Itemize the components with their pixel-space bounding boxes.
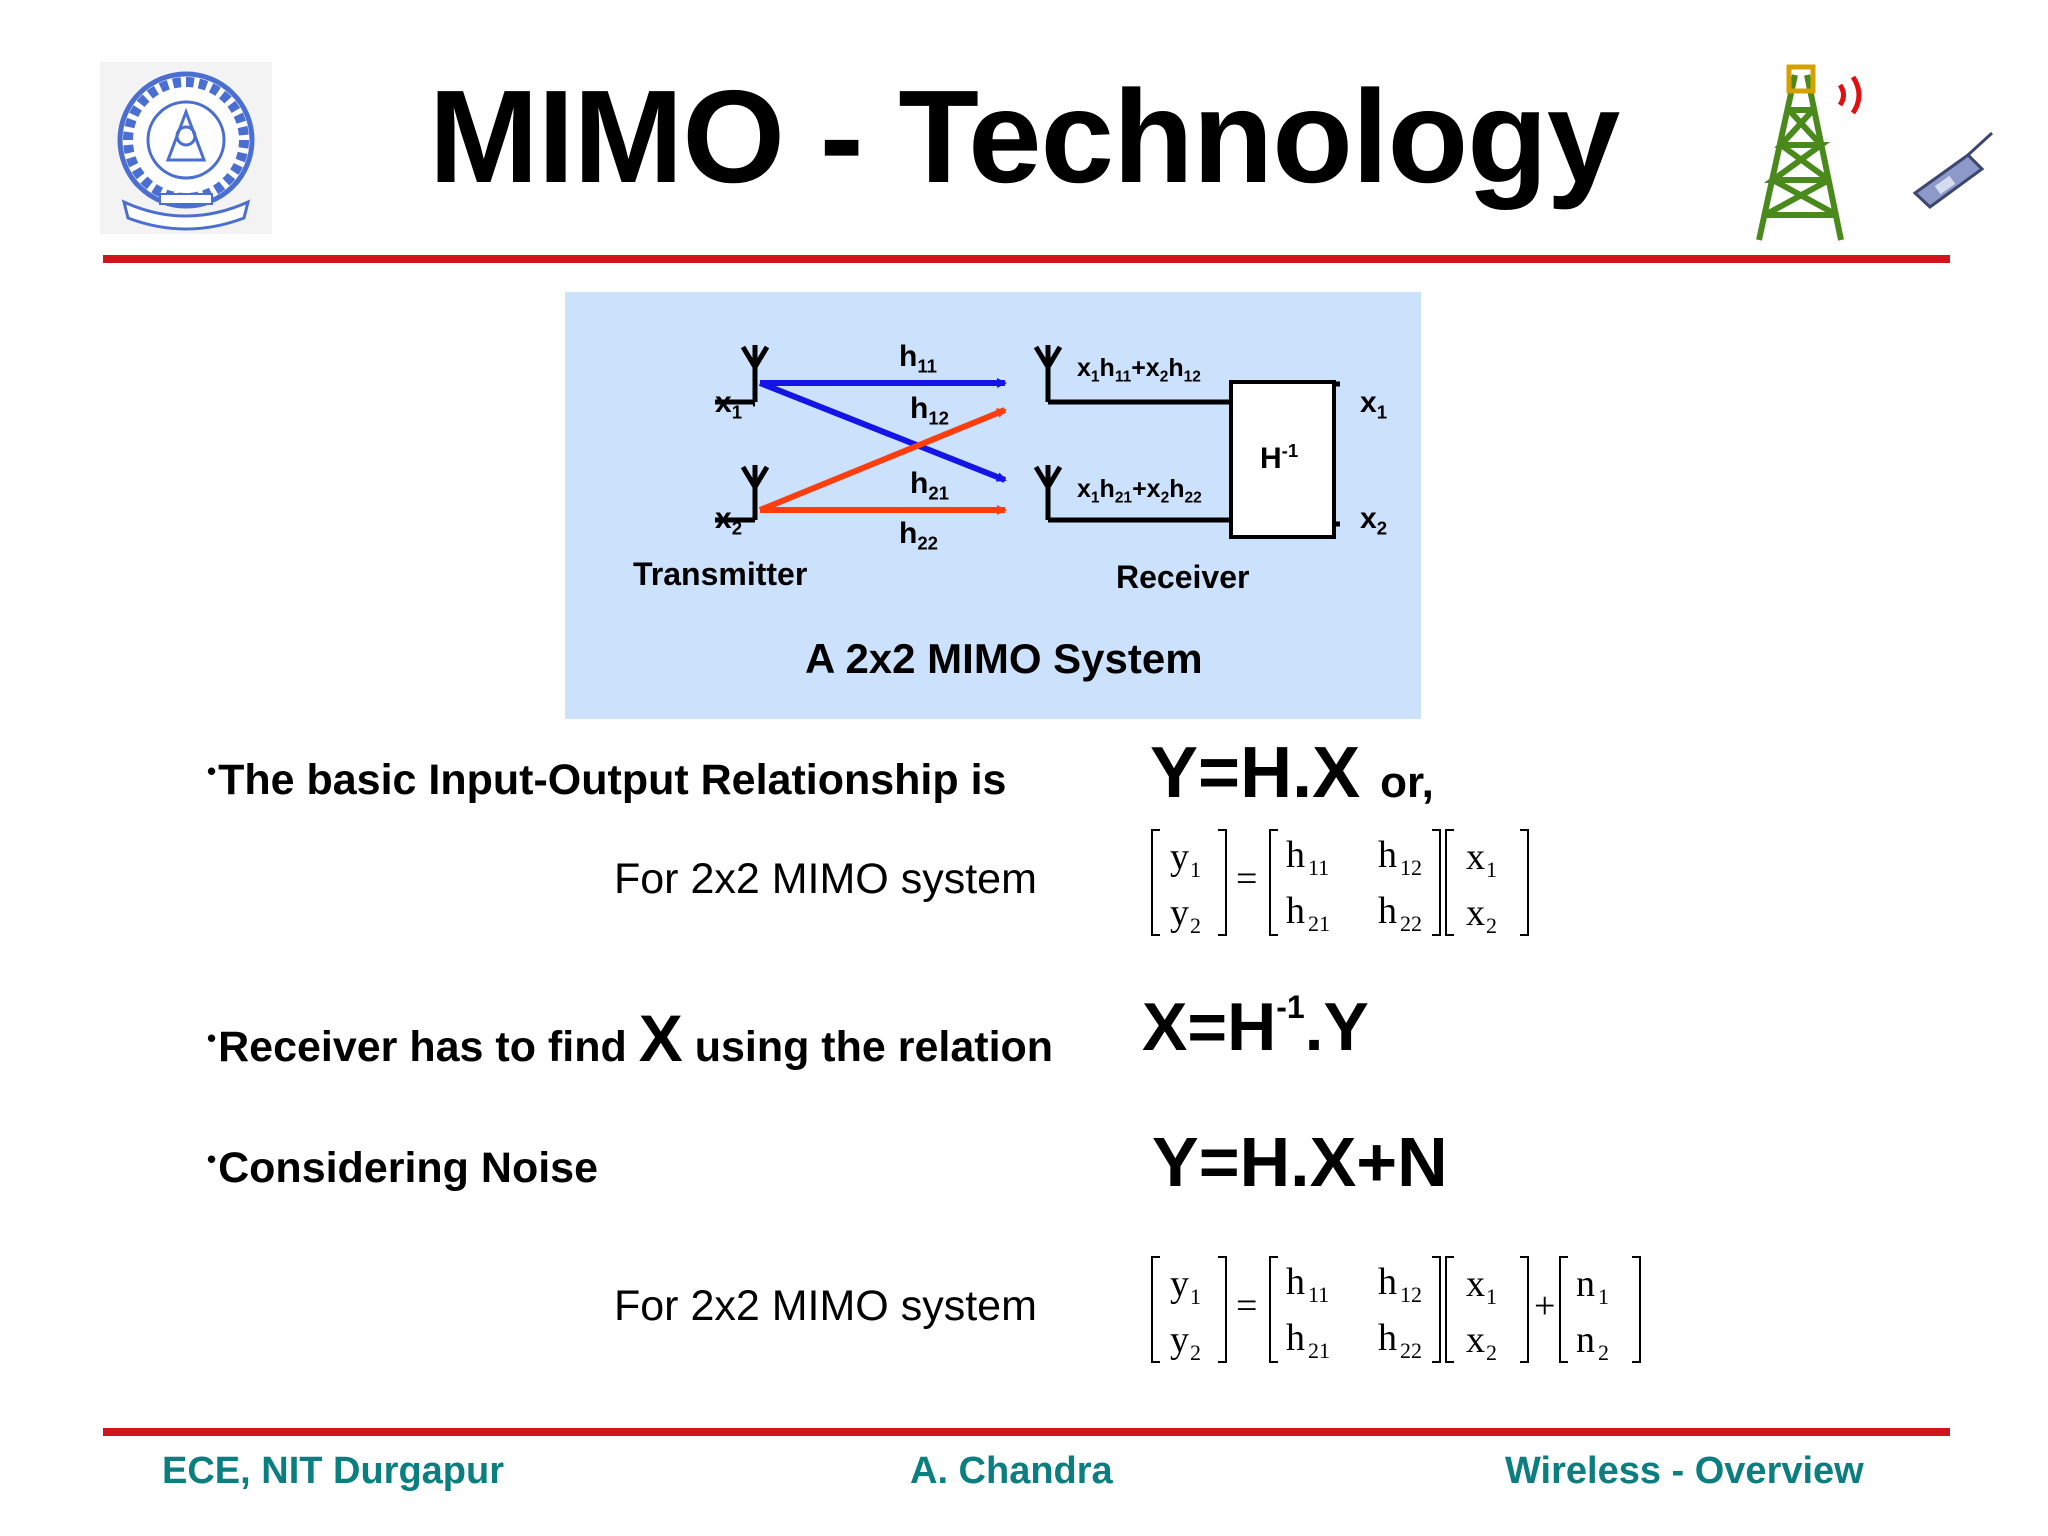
svg-text:y: y — [1170, 892, 1189, 934]
label-h11: h11 — [899, 340, 937, 377]
bullet-considering-noise: •Considering Noise — [207, 1144, 598, 1192]
svg-text:2: 2 — [1190, 1340, 1201, 1365]
label-h22: h22 — [899, 517, 939, 554]
svg-text:x: x — [1466, 1263, 1485, 1305]
svg-text:h: h — [1378, 1317, 1397, 1359]
svg-text:1: 1 — [1598, 1284, 1609, 1309]
svg-text:y: y — [1170, 1263, 1189, 1305]
svg-text:+: + — [1534, 1285, 1555, 1327]
svg-text:2: 2 — [1598, 1340, 1609, 1365]
svg-text:2: 2 — [1486, 1340, 1497, 1365]
footer-divider — [103, 1428, 1950, 1436]
header-divider — [103, 255, 1950, 263]
svg-text:=: = — [1236, 1285, 1257, 1327]
svg-text:11: 11 — [1308, 1282, 1329, 1307]
svg-text:x: x — [1466, 836, 1485, 878]
bullet-io-relationship: •The basic Input-Output Relationship is — [207, 756, 1007, 804]
equation-y-hx-n: Y=H.X+N — [1152, 1123, 1448, 1201]
svg-text:h: h — [1286, 1317, 1305, 1359]
svg-text:12: 12 — [1400, 855, 1422, 880]
svg-text:n: n — [1576, 1263, 1595, 1305]
nit-durgapur-logo — [100, 62, 272, 234]
rx2-sum: x1h21+x2h22 — [1077, 475, 1202, 507]
svg-text:h: h — [1286, 890, 1305, 932]
label-h21: h21 — [910, 467, 950, 504]
equation-x-hinv-y: X=H-1.Y — [1142, 989, 1369, 1065]
mobile-phone-icon — [1910, 125, 2000, 210]
mimo-diagram: x1 x2 h11 h12 h21 h22 x1h11+x2h12 x1h21+… — [565, 292, 1421, 719]
svg-text:21: 21 — [1308, 1338, 1330, 1363]
svg-text:12: 12 — [1400, 1282, 1422, 1307]
receiver-label: Receiver — [1116, 559, 1250, 595]
footer-author: A. Chandra — [910, 1450, 1113, 1492]
cell-tower-icon — [1745, 55, 1875, 245]
svg-text:1: 1 — [1486, 857, 1497, 882]
svg-text:n: n — [1576, 1319, 1595, 1361]
inverse-block-label: H-1 — [1260, 440, 1299, 476]
svg-text:y: y — [1170, 1319, 1189, 1361]
svg-text:h: h — [1378, 890, 1397, 932]
svg-text:x: x — [1466, 892, 1485, 934]
svg-text:h: h — [1286, 834, 1305, 876]
svg-text:h: h — [1378, 1261, 1397, 1303]
footer-course: Wireless - Overview — [1505, 1450, 1864, 1492]
svg-text:x: x — [1466, 1319, 1485, 1361]
svg-text:21: 21 — [1308, 911, 1330, 936]
rx1-sum: x1h11+x2h12 — [1077, 354, 1201, 386]
bullet-icon: • — [207, 1144, 217, 1174]
svg-text:h: h — [1378, 834, 1397, 876]
rx-output-x2: x2 — [1360, 502, 1388, 539]
svg-text:22: 22 — [1400, 1338, 1422, 1363]
tx-input-x1: x1 — [715, 386, 743, 423]
bullet-icon: • — [207, 1023, 217, 1053]
svg-text:y: y — [1170, 836, 1189, 878]
equation-y-hx: Y=H.X or, — [1150, 733, 1434, 813]
rx-output-x1: x1 — [1360, 386, 1388, 423]
svg-text:=: = — [1236, 858, 1257, 900]
svg-text:11: 11 — [1308, 855, 1329, 880]
svg-text:1: 1 — [1486, 1284, 1497, 1309]
svg-text:1: 1 — [1190, 857, 1201, 882]
svg-text:h: h — [1286, 1261, 1305, 1303]
transmitter-label: Transmitter — [633, 556, 808, 592]
mimo-label-1: For 2x2 MIMO system — [614, 855, 1037, 903]
svg-text:22: 22 — [1400, 911, 1422, 936]
label-h12: h12 — [910, 392, 950, 429]
svg-text:1: 1 — [1190, 1284, 1201, 1309]
tx-input-x2: x2 — [715, 502, 743, 539]
mimo-label-2: For 2x2 MIMO system — [614, 1282, 1037, 1330]
bullet-icon: • — [207, 756, 217, 786]
diagram-caption: A 2x2 MIMO System — [805, 635, 1203, 682]
svg-text:2: 2 — [1486, 913, 1497, 938]
footer-department: ECE, NIT Durgapur — [162, 1450, 505, 1492]
svg-text:2: 2 — [1190, 913, 1201, 938]
page-title: MIMO - Technology — [428, 63, 1620, 210]
bullet-receiver-find-x: •Receiver has to find X using the relati… — [207, 1001, 1054, 1075]
